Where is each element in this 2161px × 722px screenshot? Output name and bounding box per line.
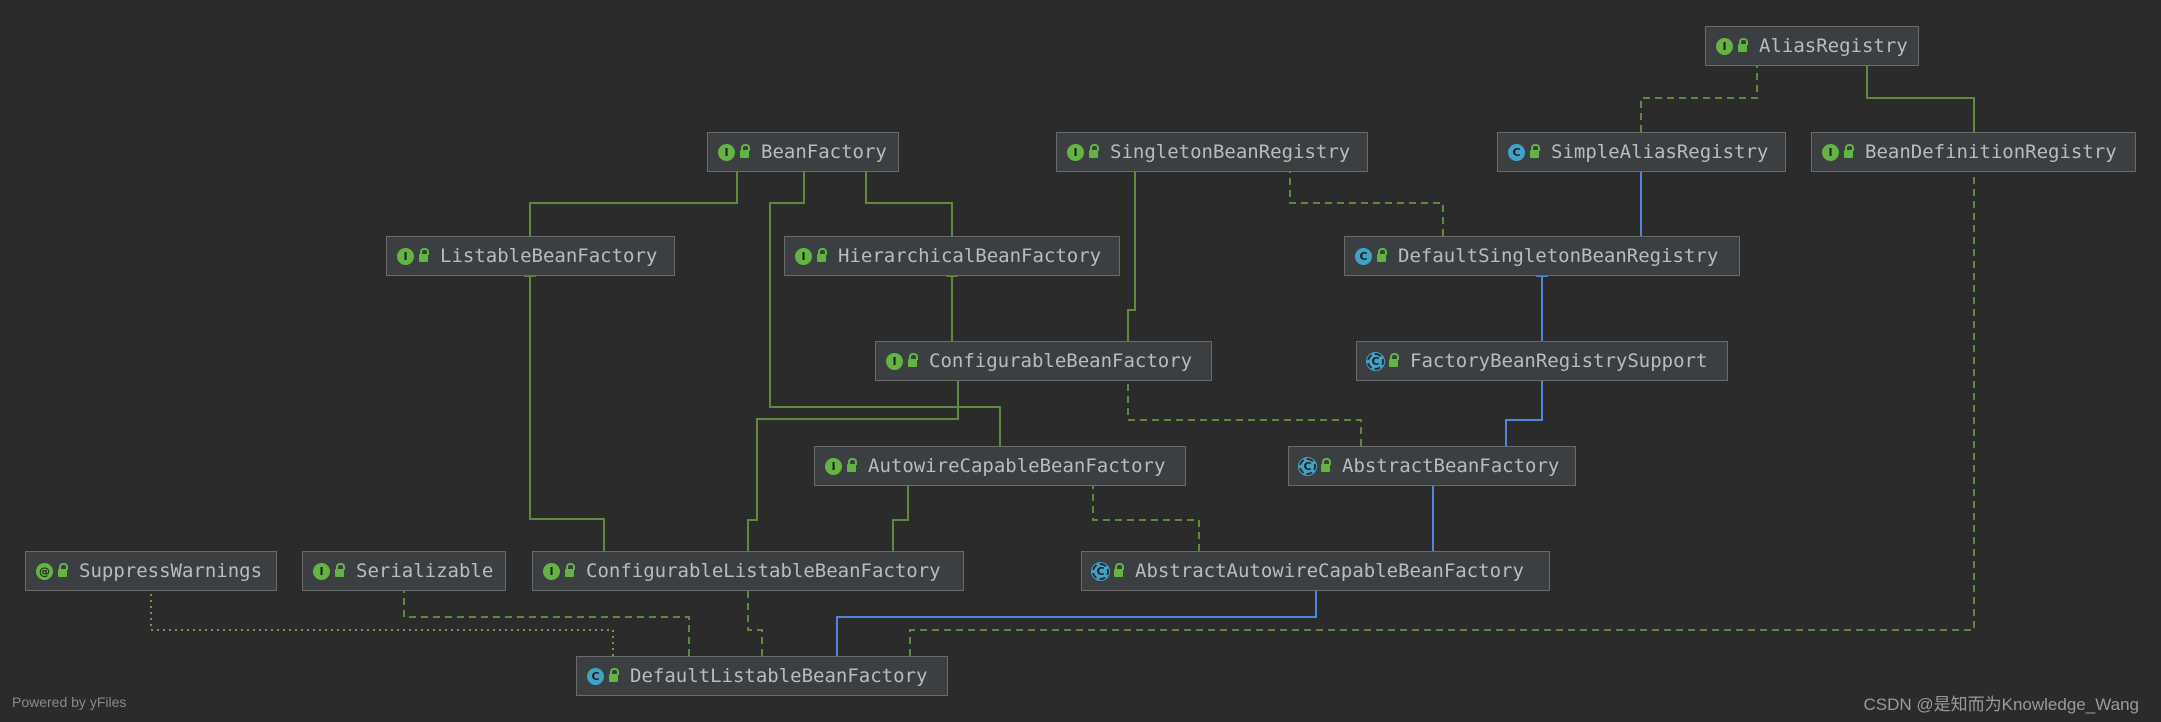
node-label: AliasRegistry [1759,35,1908,57]
node-label: DefaultListableBeanFactory [630,665,928,687]
node-abstract-bean-factory[interactable]: C AbstractBeanFactory [1288,446,1576,486]
public-lock-icon [817,248,827,262]
node-default-listable-bean-factory[interactable]: C DefaultListableBeanFactory [576,656,948,696]
edge-configurablelistablebeanfactory-configurablebeanfactory [747,370,964,551]
public-lock-icon [908,353,918,367]
public-lock-icon [1114,563,1124,577]
node-label: HierarchicalBeanFactory [838,245,1102,267]
interface-icon: I [825,457,842,475]
public-lock-icon [1321,458,1331,472]
node-label: ConfigurableListableBeanFactory [586,560,941,582]
node-label: Serializable [356,560,494,582]
edge-autowirecapablebeanfactory-beanfactory [769,161,1001,446]
public-lock-icon [1844,144,1854,158]
edge-defaultlistablebeanfactory-abstractautowirecapablebeanfactory [836,580,1322,656]
interface-icon: I [397,247,414,265]
node-serializable[interactable]: I Serializable [302,551,506,591]
edge-defaultsingletonbeanregistry-singletonbeanregistry [1284,161,1444,236]
edge-hierarchicalbeanfactory-beanfactory [860,161,953,236]
node-abstract-autowire-capable-bean-factory[interactable]: C AbstractAutowireCapableBeanFactory [1081,551,1550,591]
public-lock-icon [1089,144,1099,158]
public-lock-icon [1738,38,1748,52]
node-bean-factory[interactable]: I BeanFactory [707,132,899,172]
public-lock-icon [565,563,575,577]
abstract-class-icon: C [1366,351,1385,371]
edge-defaultlistablebeanfactory-beandefinitionregistry [909,161,1980,656]
edge-abstractautowirecapablebeanfactory-autowirecapablebeanfactory [1087,475,1200,551]
abstract-class-icon: C [1298,456,1317,476]
node-alias-registry[interactable]: I AliasRegistry [1705,26,1919,66]
node-default-singleton-bean-registry[interactable]: C DefaultSingletonBeanRegistry [1344,236,1740,276]
node-configurable-bean-factory[interactable]: I ConfigurableBeanFactory [875,341,1212,381]
edge-defaultlistablebeanfactory-configurablelistablebeanfactory [742,580,763,656]
interface-icon: I [313,562,330,580]
node-suppress-warnings[interactable]: @ SuppressWarnings [25,551,277,591]
interface-icon: I [886,352,903,370]
node-configurable-listable-bean-factory[interactable]: I ConfigurableListableBeanFactory [532,551,964,591]
class-icon: C [1355,247,1372,265]
node-label: SuppressWarnings [79,560,263,582]
edge-configurablebeanfactory-singletonbeanregistry [1127,161,1141,341]
edge-abstractbeanfactory-factorybeanregistrysupport [1505,370,1548,446]
annotation-icon: @ [36,562,53,580]
node-label: SimpleAliasRegistry [1551,141,1769,163]
public-lock-icon [1377,248,1387,262]
interface-icon: I [543,562,560,580]
node-label: BeanFactory [761,141,887,163]
interface-icon: I [795,247,812,265]
edge-beandefinitionregistry-aliasregistry [1861,55,1975,132]
interface-icon: I [1716,37,1733,55]
interface-icon: I [718,143,735,161]
node-label: AbstractAutowireCapableBeanFactory [1135,560,1524,582]
watermark-label: CSDN @是知而为Knowledge_Wang [1863,695,2139,714]
node-factory-bean-registry-support[interactable]: C FactoryBeanRegistrySupport [1356,341,1728,381]
node-bean-definition-registry[interactable]: I BeanDefinitionRegistry [1811,132,2136,172]
public-lock-icon [1389,353,1399,367]
edge-listablebeanfactory-beanfactory [529,161,743,236]
class-icon: C [587,667,604,685]
node-label: ListableBeanFactory [440,245,658,267]
public-lock-icon [1530,144,1540,158]
public-lock-icon [419,248,429,262]
edge-simplealiasregistry-aliasregistry [1640,55,1763,132]
public-lock-icon [609,668,619,682]
node-label: ConfigurableBeanFactory [929,350,1193,372]
node-autowire-capable-bean-factory[interactable]: I AutowireCapableBeanFactory [814,446,1186,486]
interface-icon: I [1067,143,1084,161]
node-label: DefaultSingletonBeanRegistry [1398,245,1719,267]
node-singleton-bean-registry[interactable]: I SingletonBeanRegistry [1056,132,1368,172]
public-lock-icon [58,563,68,577]
edge-defaultlistablebeanfactory-serializable [398,580,690,656]
node-label: AutowireCapableBeanFactory [868,455,1166,477]
class-icon: C [1508,143,1525,161]
edge-configurablelistablebeanfactory-listablebeanfactory [524,266,605,551]
public-lock-icon [740,144,750,158]
node-label: FactoryBeanRegistrySupport [1410,350,1708,372]
node-label: SingletonBeanRegistry [1110,141,1351,163]
interface-icon: I [1822,143,1839,161]
edge-configurablelistablebeanfactory-autowirecapablebeanfactory [892,475,914,551]
node-listable-bean-factory[interactable]: I ListableBeanFactory [386,236,675,276]
node-label: AbstractBeanFactory [1342,455,1560,477]
edge-defaultlistablebeanfactory-suppresswarnings [150,591,614,656]
edge-abstractbeanfactory-configurablebeanfactory [1122,370,1362,446]
powered-by-label: Powered by yFiles [12,694,127,710]
node-label: BeanDefinitionRegistry [1865,141,2117,163]
abstract-class-icon: C [1091,561,1110,581]
public-lock-icon [847,458,857,472]
node-hierarchical-bean-factory[interactable]: I HierarchicalBeanFactory [784,236,1120,276]
public-lock-icon [335,563,345,577]
node-simple-alias-registry[interactable]: C SimpleAliasRegistry [1497,132,1786,172]
